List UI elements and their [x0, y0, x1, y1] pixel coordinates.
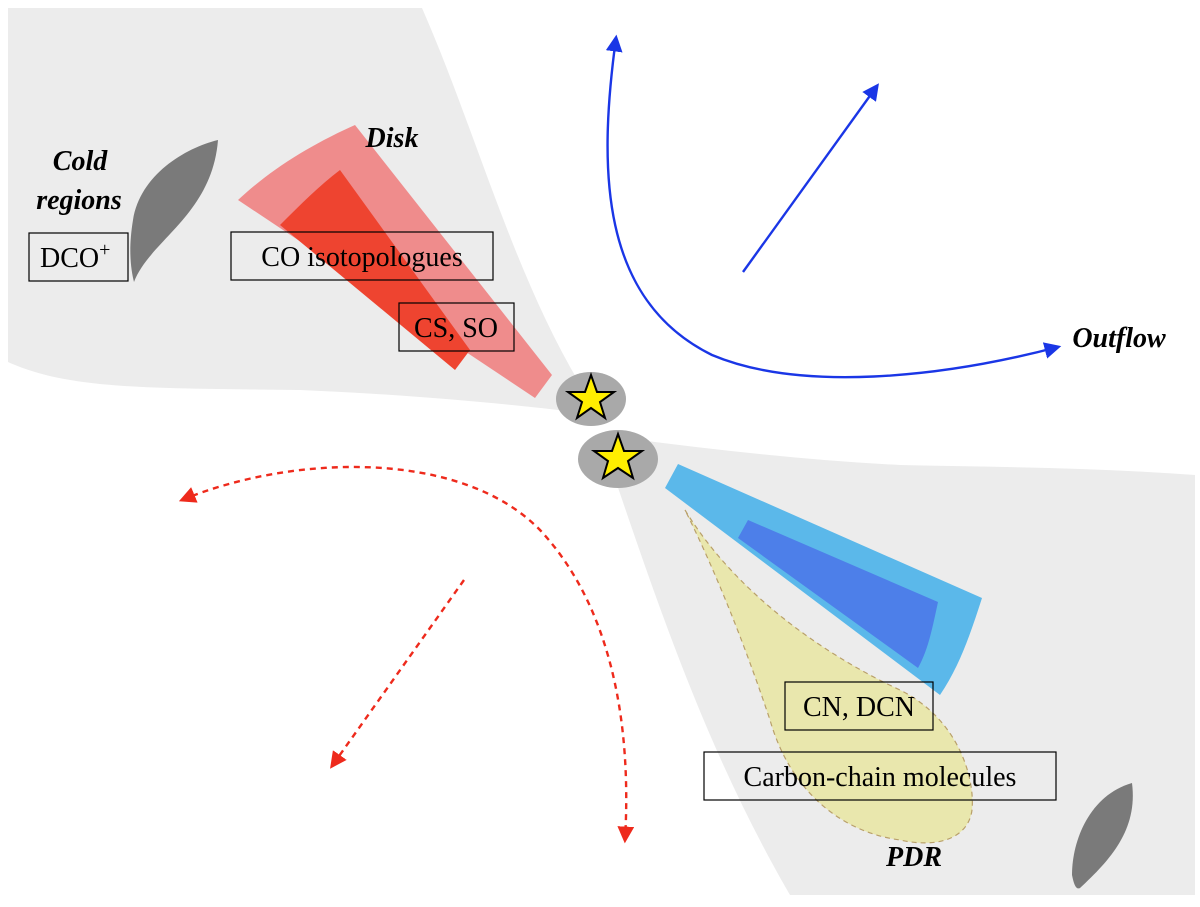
disk-inner-blue [738, 520, 938, 668]
cs-so-box [398, 302, 515, 352]
outflow-arrow-straight [742, 83, 879, 273]
cold-region-blob-icon [1072, 783, 1133, 889]
disk-inner-red [280, 170, 470, 370]
dco-label: DCO+ [40, 239, 110, 274]
carbon-chain-box [703, 751, 1057, 801]
pdr-label: PDR [885, 842, 942, 873]
carbon-chain-label: Carbon-chain molecules [744, 762, 1017, 793]
outflow-label: Outflow [1072, 323, 1166, 354]
outflow-arrow-curved [605, 34, 1062, 379]
cold-regions-label-line1: Cold [53, 146, 108, 177]
disk-label: Disk [365, 123, 419, 154]
outflow-arrow-dashed-curved [178, 465, 635, 844]
cold-regions-label-line2: regions [36, 185, 122, 216]
pdr-region [684, 509, 973, 844]
cn-dcn-box [784, 681, 934, 731]
cn-dcn-label: CN, DCN [803, 692, 915, 723]
co-isotopologues-box [230, 231, 494, 281]
dco-box [28, 232, 129, 282]
outflow-arrow-dashed-straight [330, 579, 465, 769]
star-icon [590, 430, 646, 481]
cold-region-blob-icon [130, 140, 218, 282]
co-isotopologues-label: CO isotopologues [261, 242, 462, 273]
cs-so-label: CS, SO [414, 313, 498, 344]
star-icon [564, 371, 618, 421]
